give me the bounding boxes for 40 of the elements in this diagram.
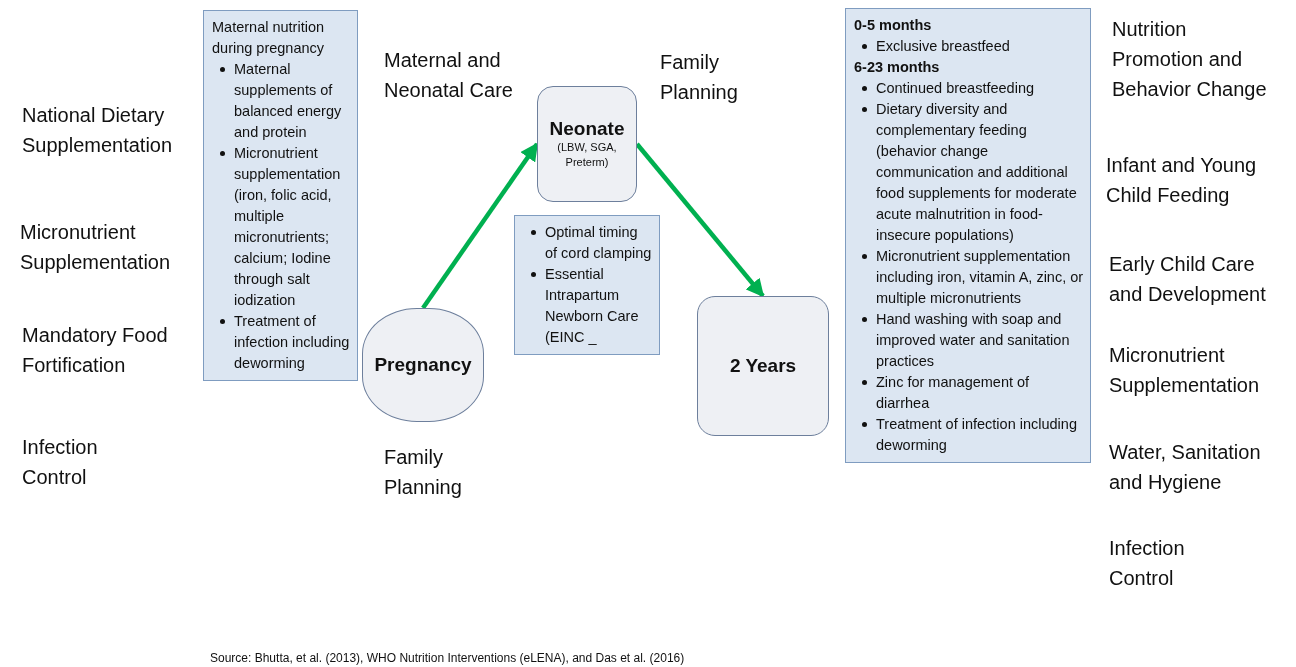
info-box bbox=[203, 10, 358, 382]
bullet-item: Dietary diversity and complementary feeding (behavior change communication and additional food supplements for moderate acute malnutrition in food-insecure populations) bbox=[876, 101, 1077, 244]
intervention-label: Maternal and Neonatal Care bbox=[384, 48, 514, 103]
bullet-item: Treatment of infection including deworming bbox=[234, 313, 350, 372]
heading-text: 0-5 months bbox=[854, 16, 933, 35]
info-box bbox=[845, 8, 1091, 464]
info-box bbox=[514, 215, 660, 356]
bullet-item: Micronutrient supplementation including iron, vitamin A, zinc, or multiple micronutrients bbox=[876, 248, 1084, 307]
arrow bbox=[421, 142, 539, 310]
arrow bbox=[635, 142, 765, 298]
bullet-item: Exclusive breastfeed bbox=[876, 38, 1010, 54]
bullet-item: Hand washing with soap and improved water and sanitation practices bbox=[876, 311, 1070, 370]
bullet-item: Essential Intrapartum Newborn Care (EINC _ bbox=[545, 266, 639, 346]
bullet-item: Zinc for management of diarrhea bbox=[876, 374, 1030, 412]
bullet-item: Continued breastfeeding bbox=[876, 80, 1034, 97]
intervention-label: Infant and Young Child Feeding bbox=[1106, 153, 1258, 208]
stage-title: Neonate bbox=[549, 117, 625, 140]
intervention-label: National Dietary Supplementation bbox=[22, 103, 174, 158]
intervention-label: Family Planning bbox=[660, 50, 739, 105]
stage-subtitle: (LBW, SGA, Preterm) bbox=[556, 139, 618, 170]
intervention-label: Water, Sanitation and Hygiene bbox=[1109, 440, 1262, 495]
bullet-item: Maternal supplements of balanced energy and protein bbox=[234, 61, 342, 141]
bullet-item: Optimal timing of cord clamping bbox=[545, 224, 652, 261]
source-note: Source: Bhutta, et al. (2013), WHO Nutrition Interventions (eLENA), and Das et al. (2016) bbox=[210, 651, 686, 665]
bullet-item: Treatment of infection including deworming bbox=[876, 416, 1077, 454]
intervention-label: Micronutrient Supplementation bbox=[1109, 343, 1261, 398]
heading-text: 6-23 months bbox=[854, 58, 941, 78]
intervention-label: Family Planning bbox=[384, 445, 463, 500]
intervention-label: Mandatory Food Fortification bbox=[22, 323, 169, 378]
intervention-label: Micronutrient Supplementation bbox=[20, 220, 172, 275]
bullet-item: Micronutrient supplementation (iron, folic acid, multiple micronutrients; calcium; Iodine through salt iodization bbox=[234, 145, 341, 309]
stage-box bbox=[537, 86, 637, 202]
stage-title: 2 Years bbox=[729, 355, 797, 377]
stage-box bbox=[697, 296, 829, 436]
intervention-label: Nutrition Promotion and Behavior Change bbox=[1112, 17, 1268, 102]
intervention-label: Early Child Care and Development bbox=[1109, 252, 1267, 307]
stage-title: Pregnancy bbox=[374, 354, 472, 376]
intervention-label: Infection Control bbox=[22, 435, 99, 490]
heading-text: Maternal nutrition during pregnancy bbox=[212, 18, 326, 58]
intervention-label: Infection Control bbox=[1109, 536, 1186, 591]
